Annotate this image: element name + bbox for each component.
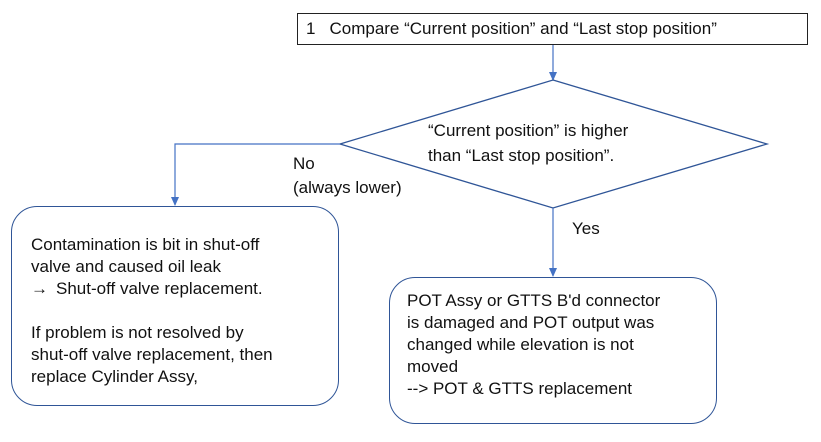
no-outcome-line-3: → Shut-off valve replacement. bbox=[31, 278, 273, 300]
step-box: 1 Compare “Current position” and “Last st… bbox=[297, 13, 808, 45]
yes-outcome-line-3: changed while elevation is not bbox=[407, 335, 634, 354]
step-number: 1 bbox=[306, 19, 316, 38]
yes-outcome-line-4: moved bbox=[407, 357, 459, 376]
no-outcome-line-1: Contamination is bit in shut-off bbox=[31, 235, 260, 254]
no-outcome-line-5: shut-off valve replacement, then bbox=[31, 345, 273, 364]
no-branch-sublabel: (always lower) bbox=[293, 178, 402, 197]
decision-text-line-1: “Current position” is higher bbox=[428, 121, 629, 140]
no-outcome-action: Shut-off valve replacement. bbox=[56, 279, 263, 298]
no-outcome-line-6: replace Cylinder Assy, bbox=[31, 367, 198, 386]
yes-outcome-line-1: POT Assy or GTTS B'd connector bbox=[407, 291, 661, 310]
yes-outcome-line-2: is damaged and POT output was bbox=[407, 313, 655, 332]
step-label: Compare “Current position” and “Last sto… bbox=[329, 19, 717, 38]
decision-text-line-2: than “Last stop position”. bbox=[428, 146, 615, 165]
yes-outcome-box: POT Assy or GTTS B'd connector is damage… bbox=[389, 277, 717, 424]
connector-no-branch bbox=[171, 143, 340, 206]
decision-diamond bbox=[337, 79, 770, 209]
no-branch-label: No bbox=[293, 154, 315, 173]
no-outcome-line-2: valve and caused oil leak bbox=[31, 257, 221, 276]
no-outcome-box: Contamination is bit in shut-off valve a… bbox=[11, 206, 339, 406]
step-text: 1 Compare “Current position” and “Last st… bbox=[306, 18, 717, 40]
yes-branch-label: Yes bbox=[572, 219, 600, 238]
yes-outcome-line-5: --> POT & GTTS replacement bbox=[407, 379, 633, 398]
right-arrow-icon: → bbox=[31, 279, 48, 298]
no-outcome-line-4: If problem is not resolved by bbox=[31, 323, 244, 342]
